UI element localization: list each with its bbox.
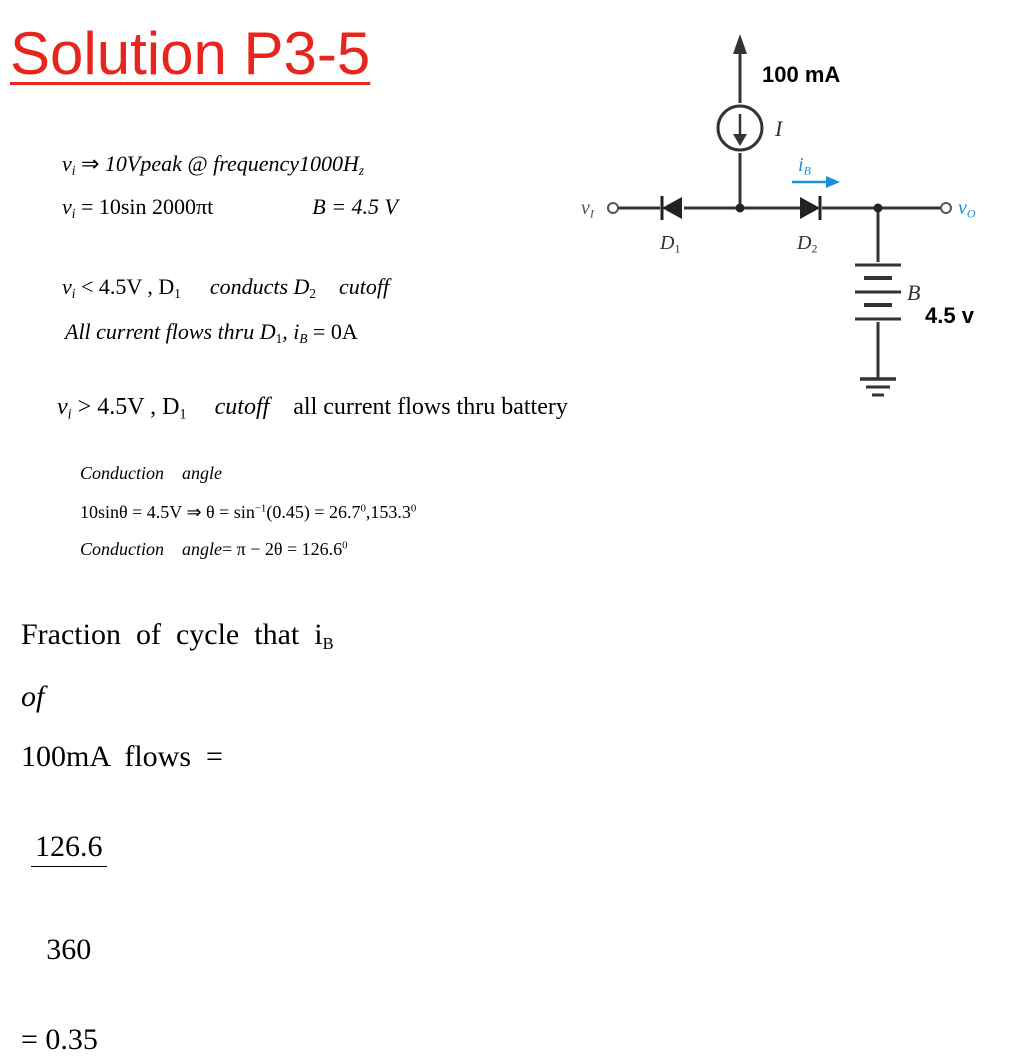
- input-terminal: [607, 202, 619, 214]
- equation-theta: 10sinθ = 4.5V ⇒ θ = sin−1(0.45) = 26.70,…: [80, 502, 417, 522]
- junction-dot: [735, 203, 745, 213]
- fraction: 126.6 360: [31, 772, 107, 1025]
- battery-value: 4.5 v: [925, 303, 974, 328]
- equation-all-current-d1: All current flows thru D1, iB = 0A: [65, 319, 358, 346]
- label-d1: D1: [660, 232, 681, 256]
- label-b: B: [907, 280, 921, 305]
- equation-d1-conducts: vi < 4.5V , D1 conducts D2 cutoff: [62, 274, 390, 301]
- current-source-value: 100 mA: [762, 62, 841, 87]
- label-vo: vO: [958, 197, 976, 221]
- diode-d2-icon: [800, 197, 820, 219]
- current-source-circle: [716, 104, 764, 152]
- equation-conduction-angle-value: Conduction angle= π − 2θ = 126.60: [80, 539, 348, 559]
- current-arrow-up-icon: [733, 34, 747, 54]
- label-d2: D2: [797, 232, 818, 256]
- ib-arrow-icon: [826, 176, 840, 188]
- equation-d1-cutoff: vi > 4.5V , D1 cutoff all current flows …: [57, 394, 568, 423]
- junction-dot: [873, 203, 883, 213]
- diode-d1-icon: [662, 197, 682, 219]
- label-vi: vI: [581, 197, 594, 221]
- equation-input-signal: vi ⇒ 10Vpeak @ frequency1000Hz: [62, 151, 365, 178]
- label-ib: iB: [798, 154, 811, 178]
- circuit-diagram: [607, 34, 952, 397]
- output-terminal: [940, 202, 952, 214]
- equation-conduction-angle-label: Conduction angle: [80, 463, 222, 483]
- equation-input-sine: vi = 10sin 2000πt B = 4.5 V: [62, 194, 398, 221]
- label-current-i: I: [775, 116, 783, 141]
- page-title: Solution P3-5: [10, 20, 371, 87]
- current-arrow-down-icon: [733, 134, 747, 146]
